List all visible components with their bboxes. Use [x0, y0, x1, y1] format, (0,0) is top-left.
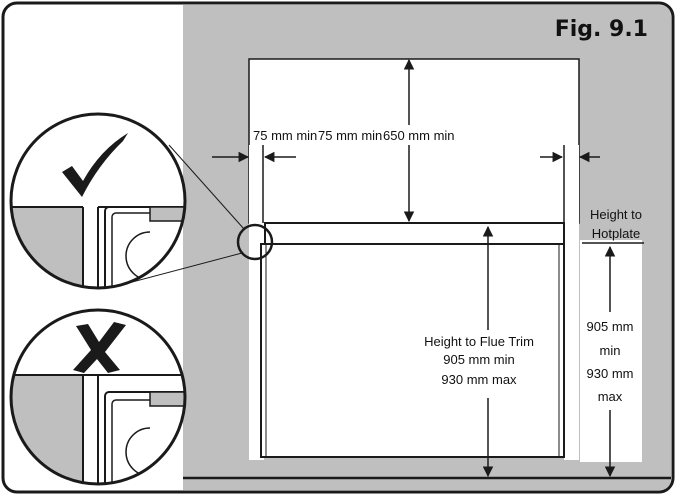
- callout-marker: [236, 223, 274, 261]
- hotplate-dim-4: max: [598, 389, 623, 404]
- hotplate-dim-3: 930 mm: [587, 366, 634, 381]
- flue-max: 930 mm max: [441, 372, 517, 387]
- right-side-strip: [564, 145, 579, 460]
- callout-line-bottom: [120, 252, 243, 286]
- check-mark-icon: [62, 133, 128, 197]
- cooker-body: [260, 243, 565, 458]
- hotplate-label-1: Height to: [590, 207, 642, 222]
- flue-min: 905 mm min: [443, 352, 515, 367]
- correct-detail: [9, 112, 187, 290]
- flue-trim: [264, 222, 565, 245]
- hotplate-dim-2: min: [600, 343, 621, 358]
- clearance-area: [248, 58, 580, 224]
- figure-title: Fig. 9.1: [555, 17, 648, 42]
- flue-label: Height to Flue Trim: [424, 334, 534, 349]
- dim-side-left: 75 mm min: [253, 128, 317, 143]
- hotplate-dim-1: 905 mm: [587, 319, 634, 334]
- dim-side-right: 75 mm min: [318, 128, 382, 143]
- cross-mark-icon: [73, 322, 126, 373]
- hotplate-panel: [580, 240, 642, 462]
- callout-line-top: [168, 144, 245, 230]
- hotplate-label-2: Hotplate: [592, 226, 640, 241]
- dim-above: 650 mm min: [383, 128, 455, 143]
